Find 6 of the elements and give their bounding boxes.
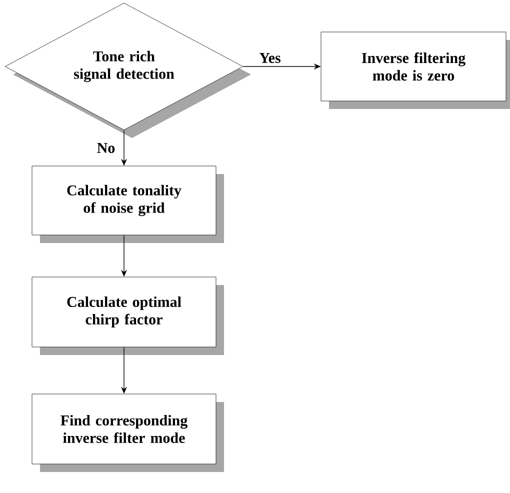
edge-label: No: [96, 142, 116, 154]
process-box: Calculate tonality of noise grid: [32, 166, 224, 243]
process-box: Calculate optimal chirp factor: [32, 276, 224, 355]
process-box: Inverse filtering mode is zero: [320, 32, 510, 109]
process-box: Find corresponding inverse filter mode: [32, 394, 224, 472]
edge-label: Yes: [258, 52, 282, 64]
